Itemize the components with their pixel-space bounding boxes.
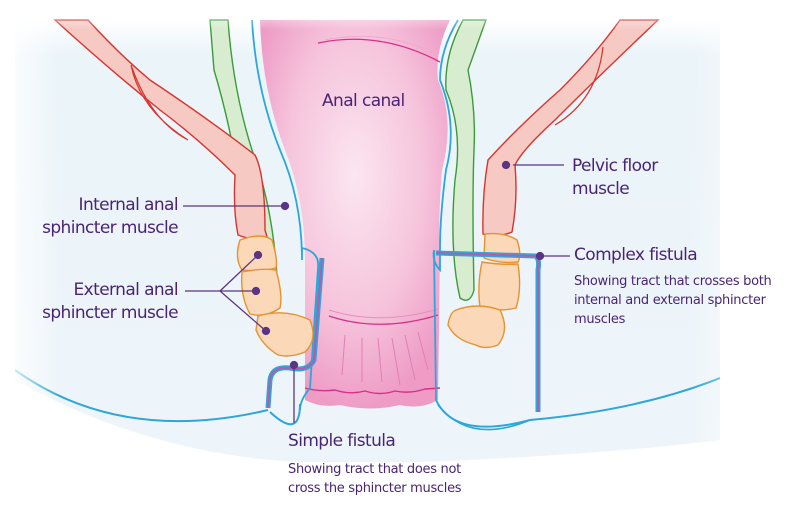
leader-lines <box>183 160 570 423</box>
complex-fistula-desc-1: Showing tract that crosses both <box>574 274 772 289</box>
simple-fistula-title: Simple fistula <box>288 431 396 451</box>
right-internal-sphincter <box>445 19 487 301</box>
internal-sphincter-line-1: Internal anal <box>78 195 179 215</box>
pelvic-floor-line-1: Pelvic floor <box>572 156 658 176</box>
simple-fistula-desc-2: cross the sphincter muscles <box>288 481 462 496</box>
complex-fistula-title: Complex fistula <box>574 245 698 265</box>
left-mucosa-outline <box>251 19 320 411</box>
internal-sphincter-label: Internal anal sphincter muscle <box>20 194 179 240</box>
pelvic-floor-line-2: muscle <box>572 179 630 199</box>
anal-folds <box>341 331 429 386</box>
external-sphincter-line-2: sphincter muscle <box>42 303 179 323</box>
complex-fistula-desc-2: internal and external sphincter <box>574 293 766 308</box>
anal-canal-label: Anal canal <box>322 91 405 111</box>
dentate-line <box>328 314 439 325</box>
complex-fistula-label: Complex fistula Showing tract that cross… <box>574 244 800 329</box>
external-sphincter-label: External anal sphincter muscle <box>20 279 179 325</box>
simple-fistula-label: Simple fistula Showing tract that does n… <box>288 430 548 498</box>
left-external-sphincter <box>236 235 314 357</box>
external-sphincter-line-1: External anal <box>73 280 179 300</box>
complex-fistula-desc-3: muscles <box>574 312 626 327</box>
right-mucosa-outline <box>432 19 459 401</box>
simple-fistula-desc-1: Showing tract that does not <box>288 462 461 477</box>
internal-sphincter-line-2: sphincter muscle <box>42 218 179 238</box>
anal-canal-region <box>260 20 450 409</box>
canal-arc <box>317 38 441 63</box>
right-external-sphincter <box>447 232 521 349</box>
pelvic-floor-label: Pelvic floor muscle <box>572 155 658 201</box>
anal-verge <box>304 387 441 395</box>
